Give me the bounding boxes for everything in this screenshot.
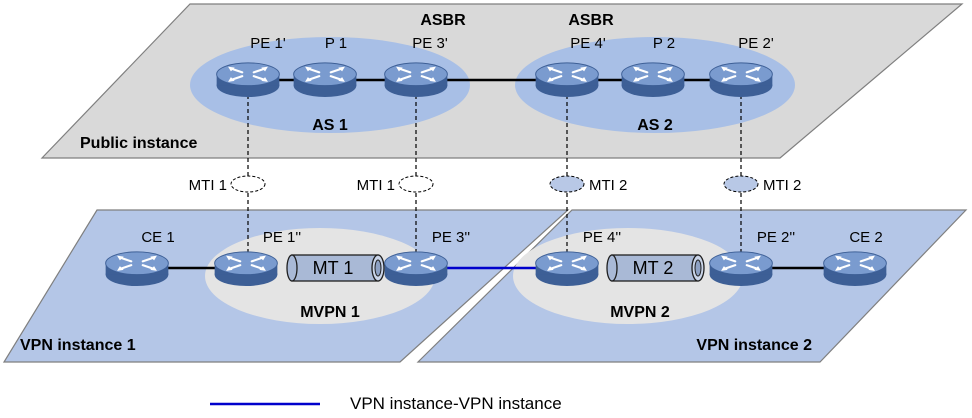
asbr-label-right: ASBR [568,12,614,29]
vpn-instance-2-label: VPN instance 2 [696,337,812,354]
router-label-pe3p: PE 3' [412,35,448,52]
mvpn1-label: MVPN 1 [300,304,360,321]
router-icon [708,61,774,98]
tunnel-label-mt1: MT 1 [313,258,354,278]
router-icon [534,250,600,287]
mti-label-2b: MTI 2 [763,177,801,194]
router-label-p1: P 1 [325,35,347,52]
legend-label-vpn-vpn: VPN instance-VPN instance [350,394,562,413]
router-icon [104,250,170,287]
router-label-ce2: CE 2 [849,229,882,246]
router-label-pe2pp: PE 2'' [757,229,795,246]
mti-label-1a: MTI 1 [189,177,227,194]
mti-interface-icon [723,175,759,193]
router-label-pe4pp: PE 4'' [583,229,621,246]
mvpn2-label: MVPN 2 [610,304,670,321]
mti-label-2a: MTI 2 [589,177,627,194]
router-icon [822,250,888,287]
multicast-tunnel-icon [286,254,385,282]
router-label-pe2p: PE 2' [738,35,774,52]
asbr-label-left: ASBR [420,12,466,29]
public-instance-label: Public instance [80,135,197,152]
router-icon [383,61,449,98]
router-icon [215,61,281,98]
router-icon [292,61,358,98]
router-icon [620,61,686,98]
router-label-pe1p: PE 1' [250,35,286,52]
tunnel-label-mt2: MT 2 [633,258,674,278]
router-label-p2: P 2 [653,35,675,52]
mti-interface-icon [230,175,266,193]
router-icon [213,250,279,287]
router-label-ce1: CE 1 [141,229,174,246]
router-label-pe3pp: PE 3'' [432,229,470,246]
mti-label-1b: MTI 1 [357,177,395,194]
multicast-tunnel-icon [606,254,705,282]
router-label-pe4p: PE 4' [570,35,606,52]
router-icon [383,250,449,287]
router-icon [708,250,774,287]
mti-interface-icon [398,175,434,193]
router-icon [534,61,600,98]
mti-interface-icon [549,175,585,193]
vpn-instance-1-label: VPN instance 1 [20,337,136,354]
as1-label: AS 1 [312,117,348,134]
as2-label: AS 2 [637,117,673,134]
router-label-pe1pp: PE 1'' [263,229,301,246]
